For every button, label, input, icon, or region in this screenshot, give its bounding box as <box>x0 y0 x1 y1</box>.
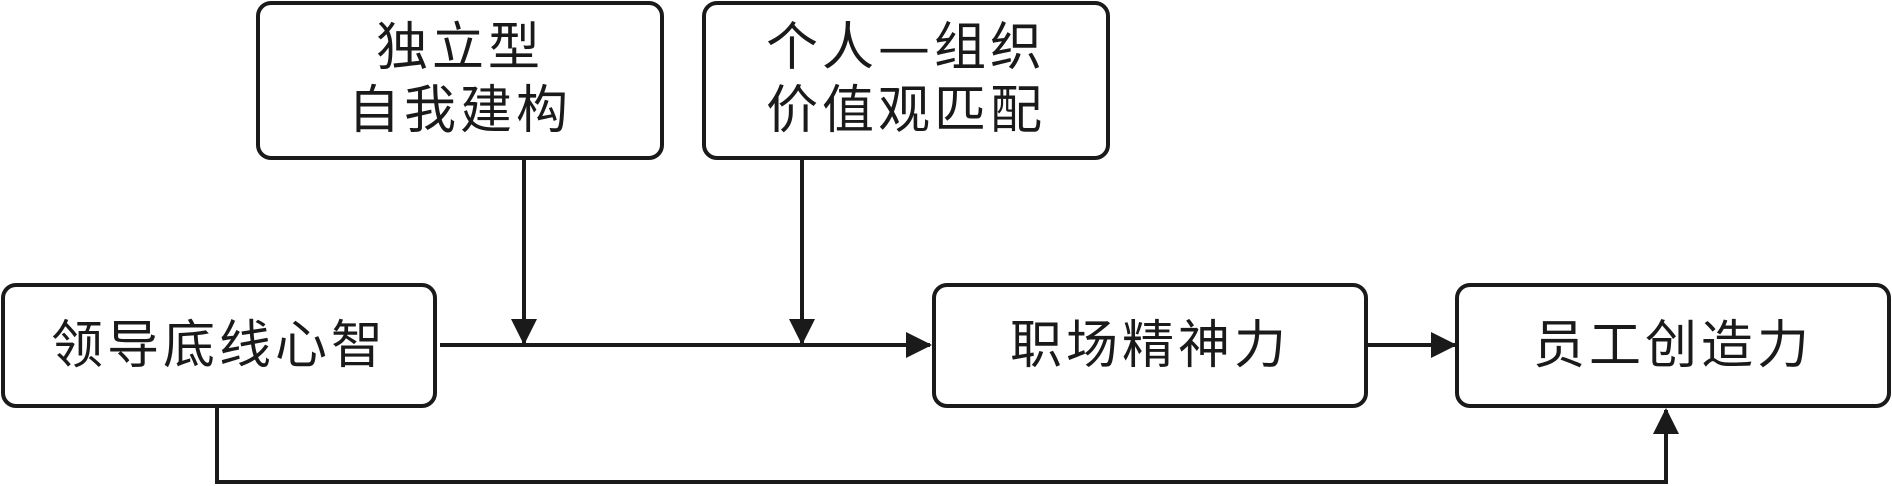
node-leader-mind-label: 领导底线心智 <box>51 316 387 376</box>
node-value-fit-line1: 个人—组织 <box>766 18 1046 78</box>
node-leader-bottom-line-mentality: 领导底线心智 <box>1 283 437 408</box>
node-value-fit-line2: 价值观匹配 <box>766 81 1046 141</box>
arrow-leader-to-creativity-direct <box>215 408 1679 484</box>
node-independent-self-line1: 独立型 <box>376 18 544 78</box>
node-employee-creativity: 员工创造力 <box>1455 283 1891 408</box>
connectors <box>215 158 1679 484</box>
node-person-organization-value-fit: 个人—组织 价值观匹配 <box>702 1 1110 160</box>
node-workplace-spirituality: 职场精神力 <box>932 283 1368 408</box>
node-spirituality-label: 职场精神力 <box>1010 316 1290 376</box>
node-creativity-label: 员工创造力 <box>1533 316 1813 376</box>
node-independent-self-line2: 自我建构 <box>348 81 572 141</box>
node-independent-self-construal: 独立型 自我建构 <box>256 1 664 160</box>
